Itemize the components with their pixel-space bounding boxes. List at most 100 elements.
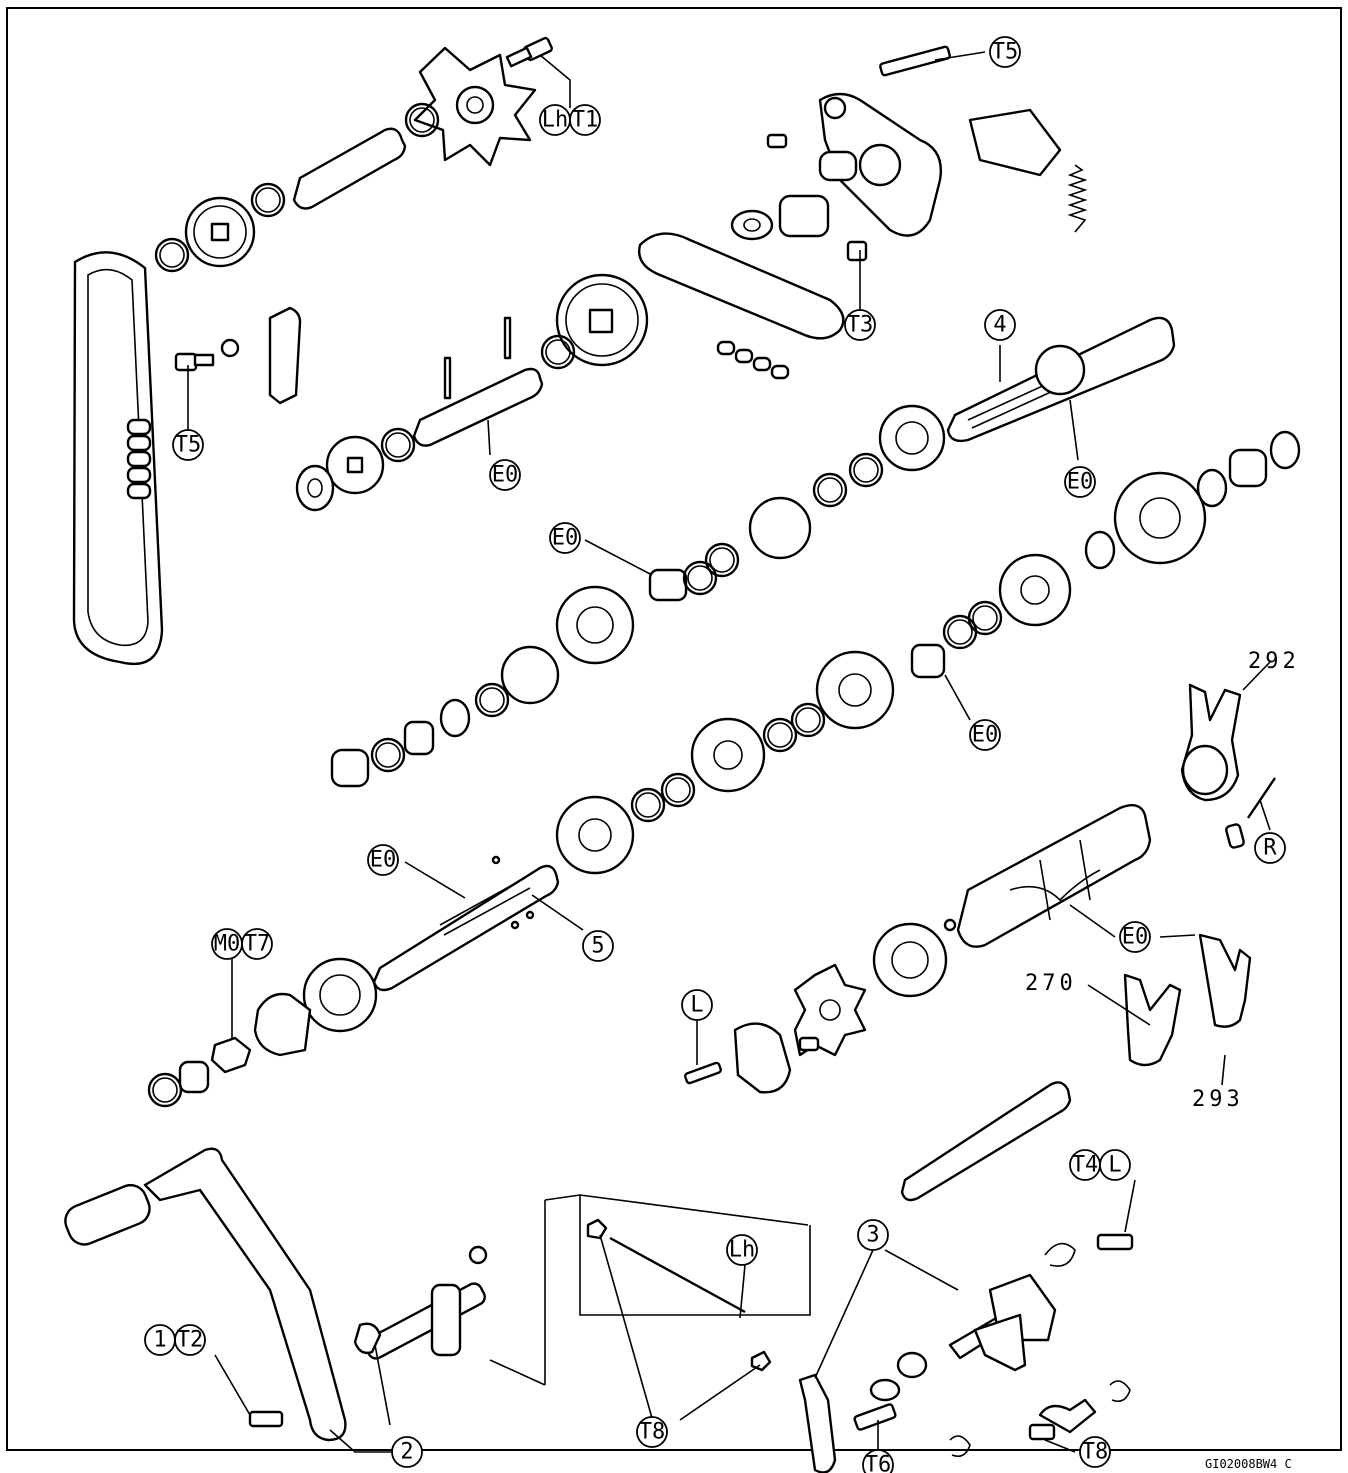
shift-fork-293 [1198, 933, 1252, 1028]
callout-label: T1 [572, 108, 599, 133]
callout-circle [241, 928, 273, 960]
callout-circle [636, 1416, 668, 1448]
callout-circle [1064, 466, 1096, 498]
ball-bearing-drive [302, 957, 378, 1033]
needle-bearing-right [1228, 448, 1268, 488]
callout-t6: T6 [862, 1449, 894, 1473]
needle-bearing-drive-left [178, 1060, 210, 1094]
callout-label: 1 [153, 1328, 166, 1353]
part-number-292: 292 [1248, 649, 1300, 674]
callout-circle [569, 104, 601, 136]
callout-circle [726, 1234, 758, 1266]
rod-box [544, 1194, 811, 1316]
needle-bearing-counter [648, 568, 688, 602]
callout-num-2: 2 [391, 1436, 423, 1468]
figure-code: GI02008BW4 C [1205, 1457, 1292, 1471]
drive-shaft-splines [439, 877, 531, 936]
shift-fork-270 [1123, 973, 1182, 1067]
gear-counter-5 [500, 645, 560, 705]
shift-rod [900, 1081, 1072, 1202]
bushing-counter-left [330, 748, 370, 788]
callout-e0-drum: E0 [1119, 921, 1151, 953]
callout-e0-needle: E0 [549, 522, 581, 554]
washer-top [730, 209, 774, 241]
callout-e0-shaft: E0 [489, 459, 521, 491]
callout-label: L [690, 993, 703, 1018]
callout-lh-rod: Lh [726, 1234, 758, 1266]
chain-links-center [716, 340, 790, 380]
cam-shaft [292, 127, 407, 210]
gear-counter-1 [1034, 344, 1086, 396]
callout-label: M0 [214, 932, 241, 957]
callout-label: 3 [866, 1223, 879, 1248]
leader-lines [187, 51, 1271, 1453]
shift-cam-star [793, 963, 867, 1057]
callout-t5-left: T5 [172, 429, 204, 461]
callout-label: L [1108, 1153, 1121, 1178]
callout-label: T5 [175, 433, 202, 458]
callout-circle [549, 522, 581, 554]
callout-e0-bearing: E0 [969, 719, 1001, 751]
gear-counter-4 [555, 585, 635, 665]
callout-label: T6 [865, 1453, 892, 1473]
callout-t3: T3 [844, 309, 876, 341]
callout-t4-l: T4 L [1069, 1149, 1131, 1181]
tie-rod [609, 1236, 746, 1314]
callout-r: R [1254, 832, 1286, 864]
callout-num-5: 5 [582, 930, 614, 962]
callout-l-screw: L [681, 989, 713, 1021]
chain-guide-arm [268, 306, 302, 405]
drive-hub [253, 992, 312, 1057]
callout-circle [844, 309, 876, 341]
shift-drum [956, 804, 1152, 948]
parts-drawing [64, 36, 1301, 1473]
callout-circle [172, 429, 204, 461]
callout-circle [391, 1436, 423, 1468]
callout-label: E0 [370, 848, 397, 873]
callout-label: T8 [639, 1420, 666, 1445]
drive-nut [210, 1036, 252, 1074]
chain-links-left [126, 418, 152, 500]
callout-label: T7 [244, 932, 271, 957]
slider-plate [968, 108, 1062, 177]
callout-label: E0 [492, 463, 519, 488]
callout-e0-output: E0 [1064, 466, 1096, 498]
washer-left [295, 464, 335, 512]
callout-t8-right: T8 [1079, 1436, 1111, 1468]
center-drive-chain [638, 232, 845, 340]
callout-label: E0 [1122, 925, 1149, 950]
callout-num-3: 3 [857, 1219, 889, 1251]
drive-shaft [372, 864, 560, 992]
callout-label: T2 [177, 1328, 204, 1353]
callout-label: Lh [542, 108, 569, 133]
callout-circle [1254, 832, 1286, 864]
callout-label: Lh [729, 1238, 756, 1263]
part-number-270: 270 [1025, 971, 1077, 996]
callout-label: 4 [993, 313, 1006, 338]
gear-drive-1 [998, 553, 1072, 627]
callout-num-4: 4 [984, 309, 1016, 341]
callout-circle [857, 1219, 889, 1251]
callout-circle [1079, 1436, 1111, 1468]
callout-circle [1119, 921, 1151, 953]
callout-t8-rod: T8 [636, 1416, 668, 1448]
callout-circle [969, 719, 1001, 751]
callout-num-1-t2: 1 T2 [144, 1324, 206, 1356]
callout-label: 2 [400, 1440, 413, 1465]
callout-circle [984, 309, 1016, 341]
return-spring [1044, 1242, 1076, 1267]
gear-counter-3 [748, 496, 812, 560]
callout-label: E0 [1067, 470, 1094, 495]
callout-circle [862, 1449, 894, 1473]
gear-drive-3 [690, 717, 766, 793]
callout-circle [681, 989, 713, 1021]
callout-circle [989, 36, 1021, 68]
callout-label: T4 [1072, 1153, 1099, 1178]
gear-counter-2 [878, 404, 946, 472]
callout-label: E0 [972, 723, 999, 748]
needle-bearing-drive [910, 643, 946, 679]
large-gear-right [1113, 471, 1207, 565]
